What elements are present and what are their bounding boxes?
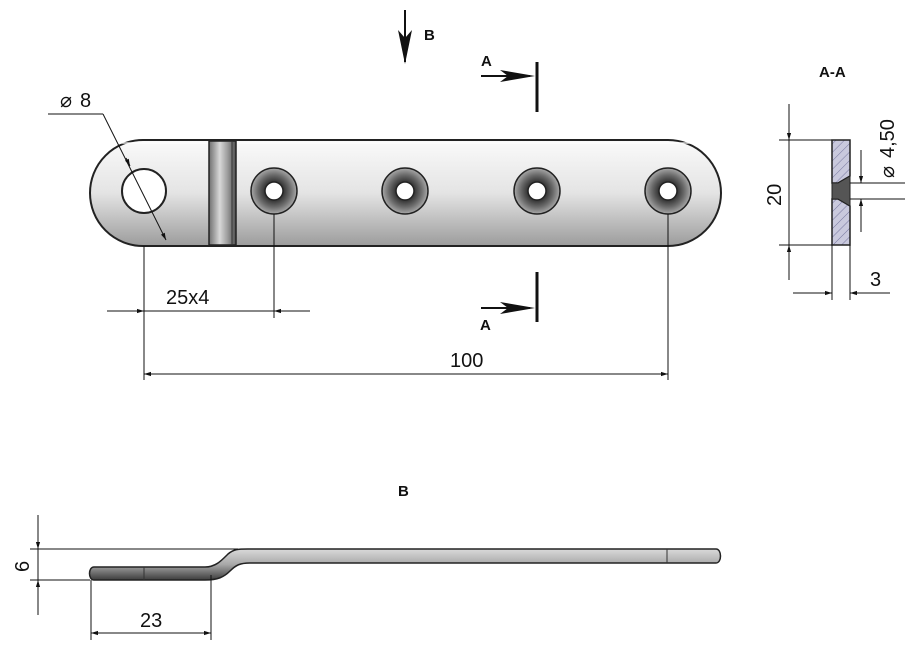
offset-dimension [30, 515, 238, 615]
countersunk-hole [513, 167, 561, 215]
countersink-diameter-dimension [850, 150, 905, 232]
hole-diameter-leader [48, 113, 167, 241]
bend-length-dimension [90, 575, 212, 640]
width-dimension [779, 104, 832, 280]
width-value: 20 [764, 184, 786, 206]
pitch-dimension [107, 214, 310, 380]
view-b-title: B [398, 483, 409, 500]
section-mark-bottom [481, 272, 539, 322]
countersunk-hole [644, 167, 692, 215]
section-mark-top-label: A [481, 53, 492, 70]
hinge-plate-side-view [88, 548, 722, 581]
thickness-value: 3 [870, 269, 881, 291]
hinge-plate-front-view [89, 139, 722, 247]
countersunk-hole [250, 167, 298, 215]
offset-value: 6 [12, 561, 34, 572]
countersunk-hole [381, 167, 429, 215]
view-b-arrow-label: B [424, 27, 435, 44]
mounting-hole [121, 168, 167, 214]
thickness-dimension [793, 245, 890, 300]
pitch-value: 25x4 [166, 287, 209, 309]
hole-diameter-value: 8 [80, 90, 91, 112]
hole-diameter-symbol: ⌀ [60, 90, 72, 112]
section-a-a-view [831, 139, 851, 246]
bend-length-value: 23 [140, 610, 162, 632]
section-mark-top [481, 62, 539, 112]
view-b-direction-arrow [398, 10, 412, 64]
section-mark-bottom-label: A [480, 317, 491, 334]
overall-length-dimension [144, 214, 669, 380]
section-title: A-A [819, 64, 846, 81]
countersink-diameter-symbol: ⌀ [877, 166, 899, 178]
countersink-diameter-value: 4,50 [877, 119, 899, 158]
overall-length-value: 100 [450, 350, 483, 372]
